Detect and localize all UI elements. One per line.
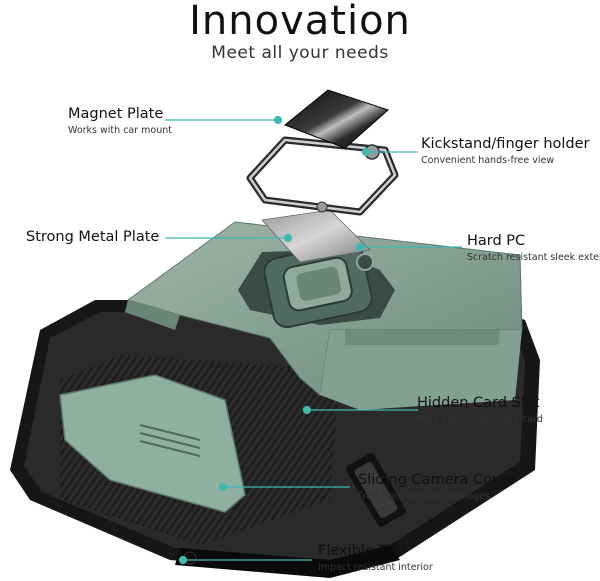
feature-desc: Free from dirt and damages: [358, 491, 491, 502]
feature-desc: Scratch resistant sleek exterior: [467, 252, 600, 263]
feature-desc: Impact resistant interior: [318, 562, 433, 573]
feature-name: Kickstand/finger holder: [421, 136, 590, 152]
sliding-camera-cover: [59, 374, 246, 513]
feature-hard-pc: Hard PC Scratch resistant sleek exterior: [467, 233, 600, 263]
feature-magnet-plate: Magnet Plate Works with car mount: [68, 106, 172, 136]
feature-name: Strong Metal Plate: [26, 229, 160, 245]
feature-desc: Convenient hands-free view: [421, 155, 555, 166]
feature-kickstand: Kickstand/finger holder Convenient hands…: [421, 136, 590, 166]
feature-name: Hard PC: [467, 233, 526, 249]
feature-desc: Works with car mount: [68, 125, 173, 136]
callout-lines: [165, 115, 462, 565]
feature-desc: Hold your ID or credit card: [417, 414, 543, 425]
feature-name: Flexible TPU: [318, 543, 407, 559]
strong-metal-plate: [261, 209, 371, 263]
feature-sliding-camera-cover: Sliding Camera Cover Free from dirt and …: [358, 472, 515, 502]
feature-strong-metal-plate: Strong Metal Plate: [26, 229, 159, 245]
feature-name: Magnet Plate: [68, 106, 164, 122]
page-title: Innovation: [189, 0, 411, 44]
feature-name: Hidden Card Slot: [417, 395, 540, 411]
page-subtitle: Meet all your needs: [211, 43, 389, 63]
kickstand-ring: [238, 241, 395, 329]
feature-hidden-card-slot: Hidden Card Slot Hold your ID or credit …: [417, 395, 543, 425]
kickstand-frame: [246, 136, 399, 216]
magnet-plate: [284, 89, 389, 149]
feature-flexible-tpu: Flexible TPU Impact resistant interior: [318, 543, 433, 573]
feature-name: Sliding Camera Cover: [358, 472, 516, 488]
